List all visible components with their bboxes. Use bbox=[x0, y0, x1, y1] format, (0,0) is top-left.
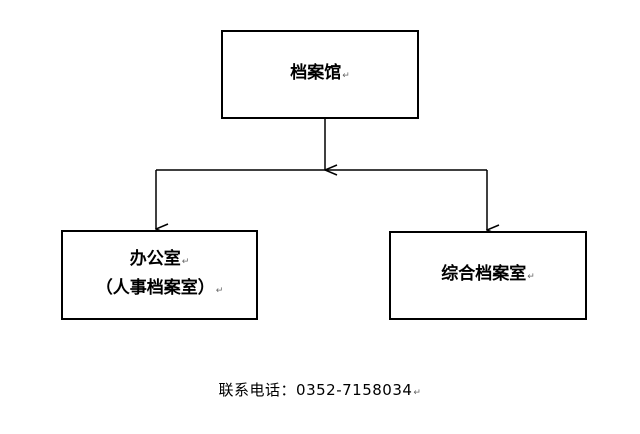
node-general-archives: 综合档案室↵ bbox=[389, 231, 587, 320]
contact-line: 联系电话：0352-7158034↵ bbox=[0, 379, 640, 400]
paragraph-mark-icon: ↵ bbox=[413, 388, 422, 398]
node-office-label: 办公室 bbox=[129, 249, 181, 269]
paragraph-mark-icon: ↵ bbox=[527, 272, 535, 282]
paragraph-mark-icon: ↵ bbox=[342, 71, 350, 81]
node-office-sublabel: （人事档案室） bbox=[95, 278, 215, 298]
node-general-archives-label: 综合档案室 bbox=[441, 264, 527, 284]
paragraph-mark-icon: ↵ bbox=[181, 257, 190, 267]
node-archives-center: 档案馆↵ bbox=[221, 30, 419, 119]
node-office-line2-row: （人事档案室）↵ bbox=[96, 275, 224, 304]
node-general-archives-label-row: 综合档案室↵ bbox=[441, 261, 535, 290]
node-office: 办公室↵ （人事档案室）↵ bbox=[61, 230, 258, 320]
contact-label: 联系电话： bbox=[218, 381, 297, 399]
node-archives-center-label-row: 档案馆↵ bbox=[290, 60, 350, 89]
node-office-line1-row: 办公室↵ bbox=[130, 246, 190, 275]
contact-phone: 0352-7158034 bbox=[296, 381, 413, 399]
paragraph-mark-icon: ↵ bbox=[215, 286, 224, 296]
node-archives-center-label: 档案馆 bbox=[290, 63, 342, 83]
